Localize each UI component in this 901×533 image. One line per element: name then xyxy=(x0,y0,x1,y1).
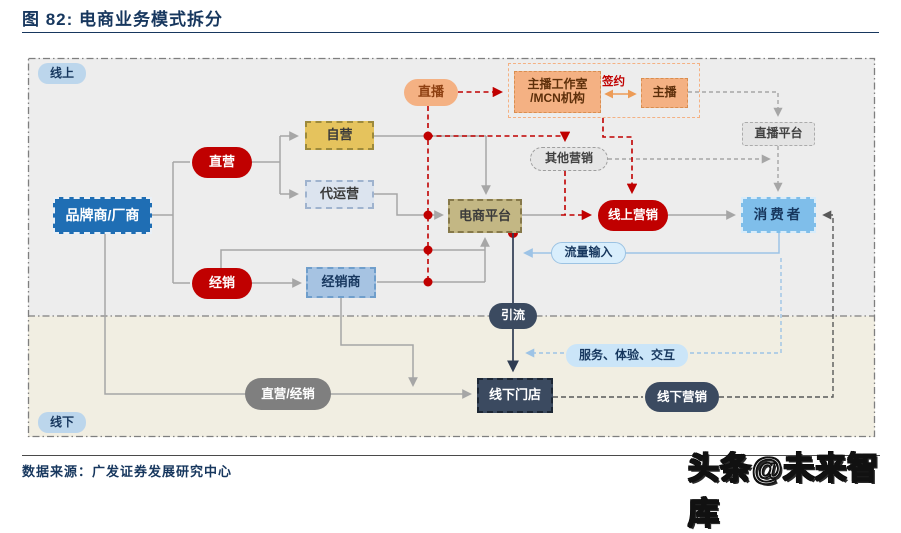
node-direct-or-distribution: 直营/经销 xyxy=(245,378,331,410)
figure-page: { "figure": { "title": "图 82: 电商业务模式拆分" … xyxy=(22,10,880,532)
mcn-group-frame xyxy=(508,63,700,118)
node-livestream-platform: 直播平台 xyxy=(742,122,815,146)
traffic-input-label: 流量输入 xyxy=(551,242,626,264)
node-self-operated: 自营 xyxy=(305,121,374,150)
offline-region-label: 线下 xyxy=(38,412,86,433)
node-online-marketing: 线上营销 xyxy=(598,200,668,231)
node-ecommerce-platform: 电商平台 xyxy=(448,199,522,233)
node-consumer: 消费者 xyxy=(741,197,816,233)
title-underline xyxy=(22,32,879,33)
connector-lines xyxy=(27,57,876,438)
sign-contract-label: 签约 xyxy=(602,76,625,88)
node-offline-store: 线下门店 xyxy=(477,378,553,413)
node-traffic-diversion: 引流 xyxy=(489,303,537,329)
figure-title: 图 82: 电商业务模式拆分 xyxy=(22,10,224,29)
node-offline-marketing: 线下营销 xyxy=(645,382,719,412)
node-distribution: 经销 xyxy=(192,268,252,299)
node-other-marketing: 其他营销 xyxy=(530,147,608,171)
offline-region-background xyxy=(28,316,875,437)
node-brand-manufacturer: 品牌商/厂商 xyxy=(53,197,152,234)
node-direct-ops: 直营 xyxy=(192,147,252,178)
online-region-label: 线上 xyxy=(38,63,86,84)
node-agency-ops: 代运营 xyxy=(305,180,374,209)
service-experience-label: 服务、体验、交互 xyxy=(566,344,688,367)
watermark-text: 头条@未来智库 xyxy=(687,450,880,532)
node-streamer: 主播 xyxy=(641,78,688,108)
footer-rule xyxy=(22,455,880,456)
data-source-text: 数据来源：广发证券发展研究中心 xyxy=(22,464,233,479)
node-distributor: 经销商 xyxy=(306,267,376,298)
node-livestream: 直播 xyxy=(404,79,458,106)
node-mcn-studio: 主播工作室 /MCN机构 xyxy=(514,71,601,113)
